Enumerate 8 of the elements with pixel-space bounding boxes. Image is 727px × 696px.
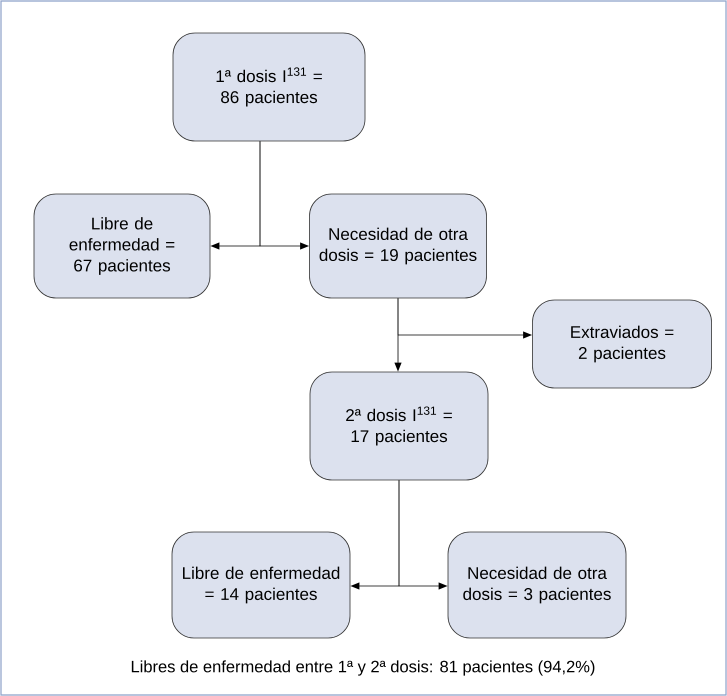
process-box: Necesidad de otra dosis = 19 pacientes (309, 194, 487, 298)
caption: Libres de enfermedad entre 1ª y 2ª dosis: 81 pacientes (94,2%) (132, 660, 594, 676)
process-box: 2ª dosis I$^{131}$ = 17 pacientes (310, 372, 488, 480)
process-box: Extraviados = 2 pacientes (532, 300, 712, 388)
process-box: Libre de enfermedad = 14 pacientes (172, 532, 350, 638)
process-box: Libre de enfermedad = 67 pacientes (34, 194, 210, 298)
process-box: Necesidad de otra dosis = 3 pacientes (448, 532, 626, 638)
process-box: 1ª dosis I$^{131}$ = 86 pacientes (172, 32, 366, 142)
